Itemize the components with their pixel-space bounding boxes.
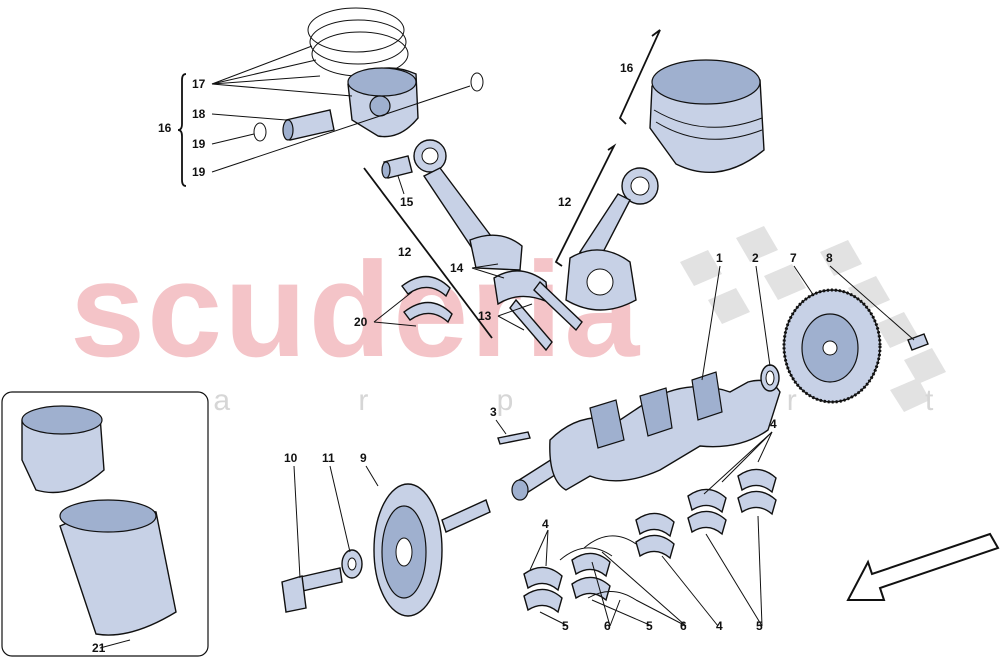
oil-seal: [760, 364, 780, 392]
leader-lines: [99, 45, 915, 649]
callout-3: 3: [490, 405, 497, 419]
callout-6-left: 6: [604, 619, 611, 633]
callout-20: 20: [354, 315, 368, 329]
connecting-rod-right: [565, 167, 659, 311]
callout-17: 17: [192, 77, 206, 91]
piston-pin: [282, 109, 335, 141]
callout-11: 11: [322, 451, 335, 465]
rod-bolts: [509, 280, 583, 352]
main-bearing-shells: [523, 468, 777, 614]
circlip-left: [253, 122, 267, 142]
callout-5-middle: 5: [646, 619, 653, 633]
callout-15: 15: [400, 195, 414, 209]
flywheel-bolt: [907, 333, 929, 351]
callout-19-top: 19: [192, 137, 206, 151]
watermark-brand: scuderia: [70, 234, 641, 385]
callout-9: 9: [360, 451, 367, 465]
callout-8: 8: [826, 251, 833, 265]
callout-7: 7: [790, 251, 797, 265]
thrust-washers: [559, 535, 637, 601]
callout-2: 2: [752, 251, 759, 265]
direction-arrow: [846, 532, 1000, 601]
piston-rings: [307, 7, 409, 77]
callout-13: 13: [478, 309, 492, 323]
callout-4-left: 4: [542, 517, 549, 531]
callout-16-right: 16: [620, 61, 634, 75]
callout-4-right: 4: [770, 417, 777, 431]
callout-18: 18: [192, 107, 206, 121]
checker-flag: [680, 226, 946, 412]
callout-10: 10: [284, 451, 298, 465]
callout-12-middle: 12: [398, 245, 412, 259]
pulley-washer: [341, 549, 363, 579]
pulley-bolt: [281, 567, 343, 613]
small-end-bush: [381, 155, 413, 179]
callout-6-right: 6: [680, 619, 687, 633]
callout-21: 21: [92, 641, 106, 655]
callout-4-bottom: 4: [716, 619, 723, 633]
rod-bearing-shells: [401, 275, 453, 324]
flywheel: [782, 288, 882, 404]
callout-1: 1: [716, 251, 723, 265]
callout-12-right: 12: [558, 195, 572, 209]
inset-box: [1, 391, 209, 657]
callout-19-bottom: 19: [192, 165, 206, 179]
callout-16-left: 16: [158, 121, 172, 135]
damper-pulley: [373, 483, 491, 617]
crankshaft: [511, 371, 781, 501]
piston-top-right: [649, 59, 765, 174]
circlip-right: [470, 72, 484, 92]
connecting-rod-middle: [413, 139, 523, 271]
callout-5-left: 5: [562, 619, 569, 633]
callouts: 17 18 16 19 19 16 15 12 12 14 13 20 1 2 …: [92, 61, 833, 655]
key: [497, 431, 531, 445]
callout-5-right: 5: [756, 619, 763, 633]
brackets: [177, 29, 661, 339]
callout-14: 14: [450, 261, 464, 275]
piston-top-left: [347, 67, 419, 138]
